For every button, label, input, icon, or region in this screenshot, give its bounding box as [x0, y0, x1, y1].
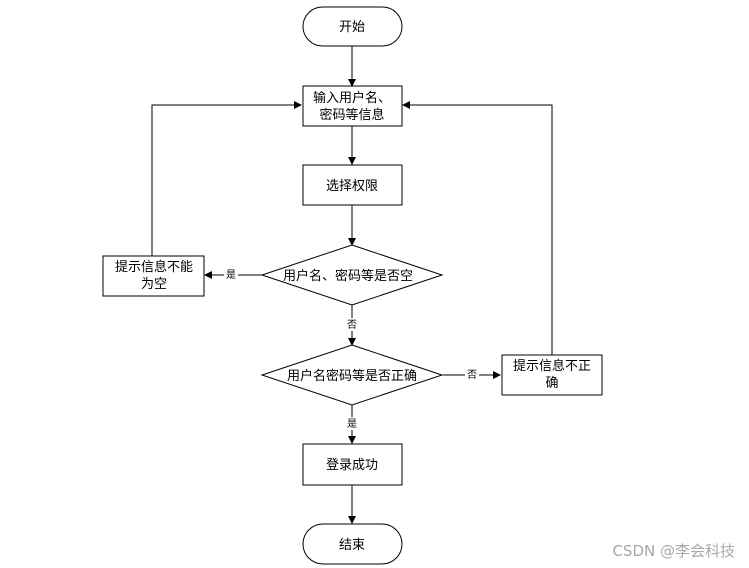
node-start: 开始 [302, 6, 403, 47]
node-input: 输入用户名、 密码等信息 [302, 85, 403, 127]
node-select-role: 选择权限 [302, 164, 403, 206]
node-empty-check-label: 用户名、密码等是否空 [283, 268, 413, 284]
node-input-label-line2: 密码等信息 [319, 107, 384, 123]
csdn-watermark: CSDN @李会科技 [612, 542, 735, 560]
node-wrong-tip-label-line2: 确 [545, 376, 558, 391]
node-success: 登录成功 [302, 443, 403, 486]
edge-wrong-tip-back-to-input [402, 101, 553, 355]
node-end-label: 结束 [339, 538, 365, 553]
node-correct-check: 用户名密码等是否正确 [260, 344, 444, 406]
node-empty-tip: 提示信息不能 为空 [102, 255, 205, 297]
edge-label-empty-no: 否 [347, 319, 357, 331]
node-end: 结束 [302, 523, 403, 565]
node-empty-tip-label-line2: 为空 [141, 277, 167, 292]
node-correct-check-label: 用户名密码等是否正确 [287, 368, 417, 384]
node-success-label: 登录成功 [326, 458, 378, 473]
node-input-label-line1: 输入用户名、 [313, 90, 391, 106]
node-empty-tip-label-line1: 提示信息不能 [115, 259, 193, 275]
edge-label-correct-yes: 是 [347, 418, 357, 430]
edge-label-empty-yes: 是 [226, 269, 236, 281]
edge-label-correct-no: 否 [467, 369, 477, 381]
node-wrong-tip-label-line1: 提示信息不正 [513, 358, 591, 374]
node-wrong-tip: 提示信息不正 确 [501, 354, 603, 396]
edge-labels: 是 否 否 是 [224, 268, 479, 430]
node-empty-check: 用户名、密码等是否空 [260, 244, 444, 306]
edge-empty-tip-back-to-input [151, 101, 302, 256]
node-select-role-label: 选择权限 [326, 178, 378, 194]
node-start-label: 开始 [339, 20, 365, 35]
